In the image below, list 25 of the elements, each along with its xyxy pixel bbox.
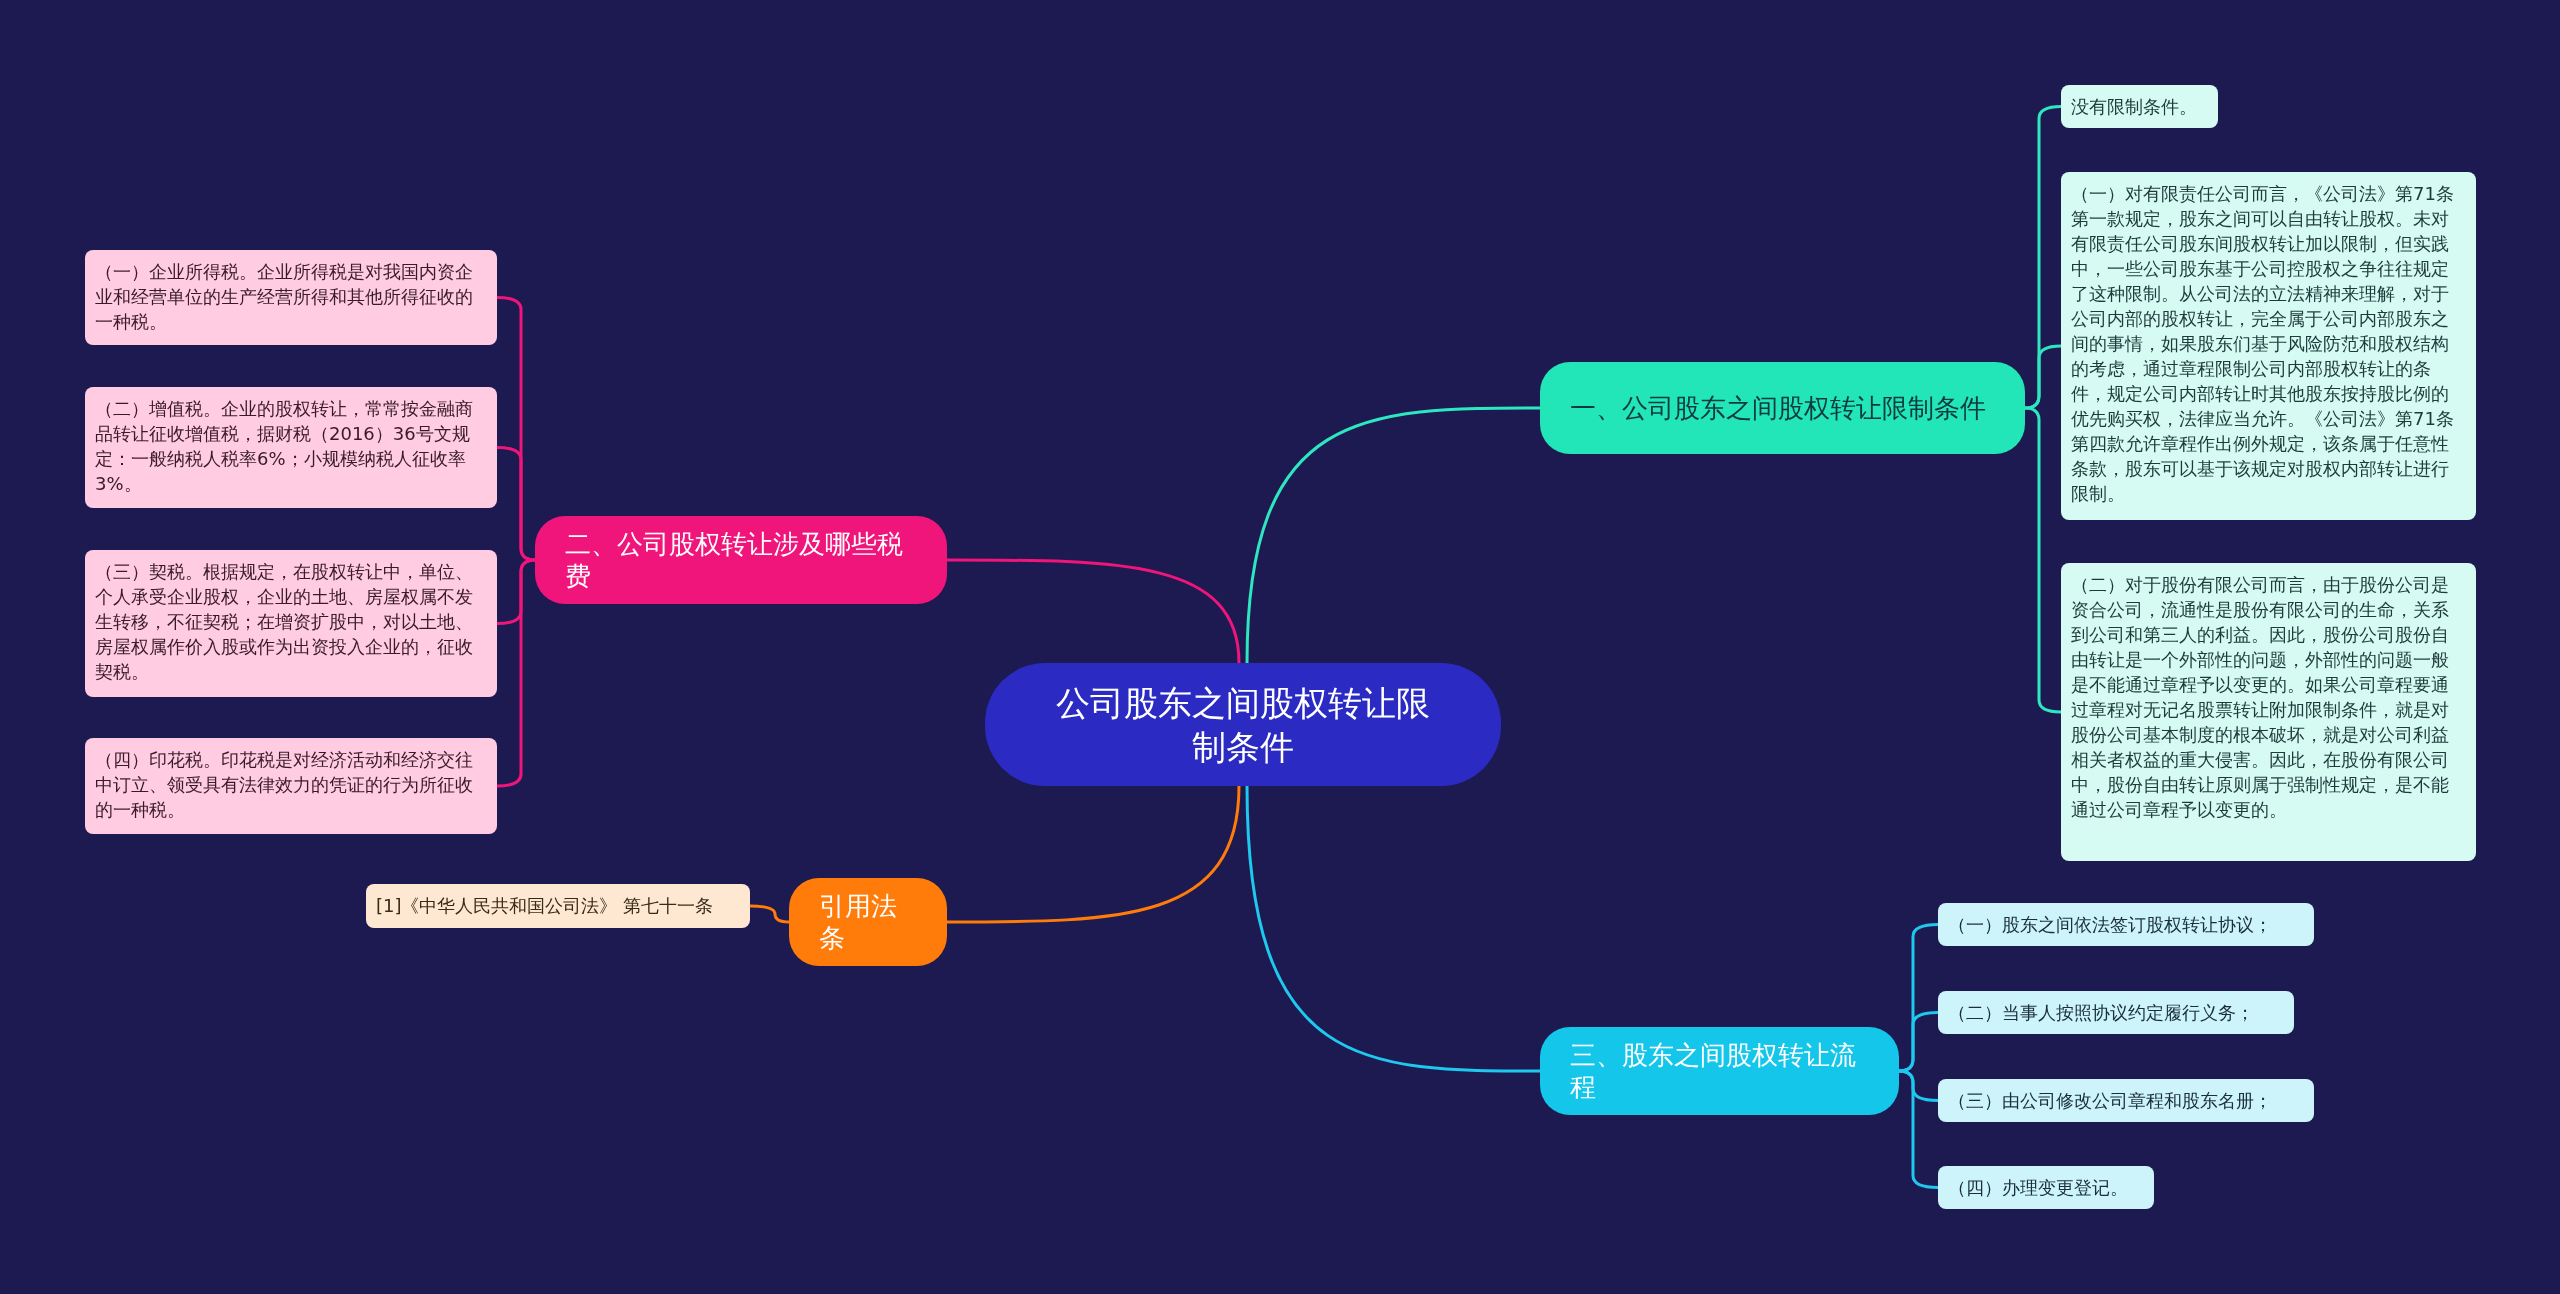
connector-line bbox=[947, 785, 1241, 924]
leaf-note: （一）对有限责任公司而言，《公司法》第71条第一款规定，股东之间可以自由转让股权。未对有限责任公司股东间股权转让加以限制，但实践中，一些公司股东基于公司控股权之争往往规定了这种限制。从公司法的立法精神来理解，对于公司内部的股权转让，完全属于公司内部股东之间的事情，如果股东们基于风险防范和股权结构的考虑，通过章程限制公司内部股权转让的条件，规定公司内部转让时其他股东按持股比例的优先购买权，法律应当允许。《公司法》第71条第四款允许章程作出例外规定，该条属于任意性条款，股东可以基于该规定对股权内部转让进行限制。 bbox=[2061, 172, 2476, 520]
branch-topic: 引用法条 bbox=[789, 878, 947, 966]
connector-line bbox=[1898, 1011, 1939, 1073]
branch-topic: 一、公司股东之间股权转让限制条件 bbox=[1540, 362, 2025, 454]
connector-line bbox=[2024, 344, 2062, 410]
leaf-note: （二）当事人按照协议约定履行义务； bbox=[1938, 991, 2294, 1034]
leaf-note: （四）办理变更登记。 bbox=[1938, 1166, 2154, 1209]
leaf-note: [1]《中华人民共和国公司法》 第七十一条 bbox=[366, 884, 750, 928]
leaf-note: （三）契税。根据规定，在股权转让中，单位、个人承受企业股权，企业的土地、房屋权属不发生转移，不征契税；在增资扩股中，对以土地、房屋权属作价入股或作为出资投入企业的，征收契税。 bbox=[85, 550, 497, 697]
connector-line bbox=[1245, 785, 1540, 1073]
branch-topic: 二、公司股权转让涉及哪些税费 bbox=[535, 516, 947, 604]
central-topic: 公司股东之间股权转让限制条件 bbox=[985, 663, 1501, 786]
connector-line bbox=[1245, 406, 1540, 664]
connector-line bbox=[749, 904, 790, 924]
leaf-note: 没有限制条件。 bbox=[2061, 85, 2218, 128]
connector-line bbox=[947, 558, 1241, 664]
leaf-note: （一）股东之间依法签订股权转让协议； bbox=[1938, 903, 2314, 946]
leaf-note: （一）企业所得税。企业所得税是对我国内资企业和经营单位的生产经营所得和其他所得征收的一种税。 bbox=[85, 250, 497, 345]
leaf-note: （四）印花税。印花税是对经济活动和经济交往中订立、领受具有法律效力的凭证的行为所征收的一种税。 bbox=[85, 738, 497, 834]
leaf-note: （二）增值税。企业的股权转让，常常按金融商品转让征收增值税，据财税（2016）36号文规定：一般纳税人税率6%；小规模纳税人征收率3%。 bbox=[85, 387, 497, 508]
branch-topic: 三、股东之间股权转让流程 bbox=[1540, 1027, 1899, 1115]
leaf-note: （二）对于股份有限公司而言，由于股份公司是资合公司，流通性是股份有限公司的生命，关系到公司和第三人的利益。因此，股份公司股份自由转让是一个外部性的问题，外部性的问题一般是不能通过章程予以变更的。如果公司章程要通过章程对无记名股票转让附加限制条件，就是对股份公司基本制度的根本破坏，就是对公司利益相关者权益的重大侵害。因此，在股份有限公司中，股份自由转让原则属于强制性规定，是不能通过公司章程予以变更的。 bbox=[2061, 563, 2476, 861]
leaf-note: （三）由公司修改公司章程和股东名册； bbox=[1938, 1079, 2314, 1122]
connector-line bbox=[496, 446, 536, 562]
